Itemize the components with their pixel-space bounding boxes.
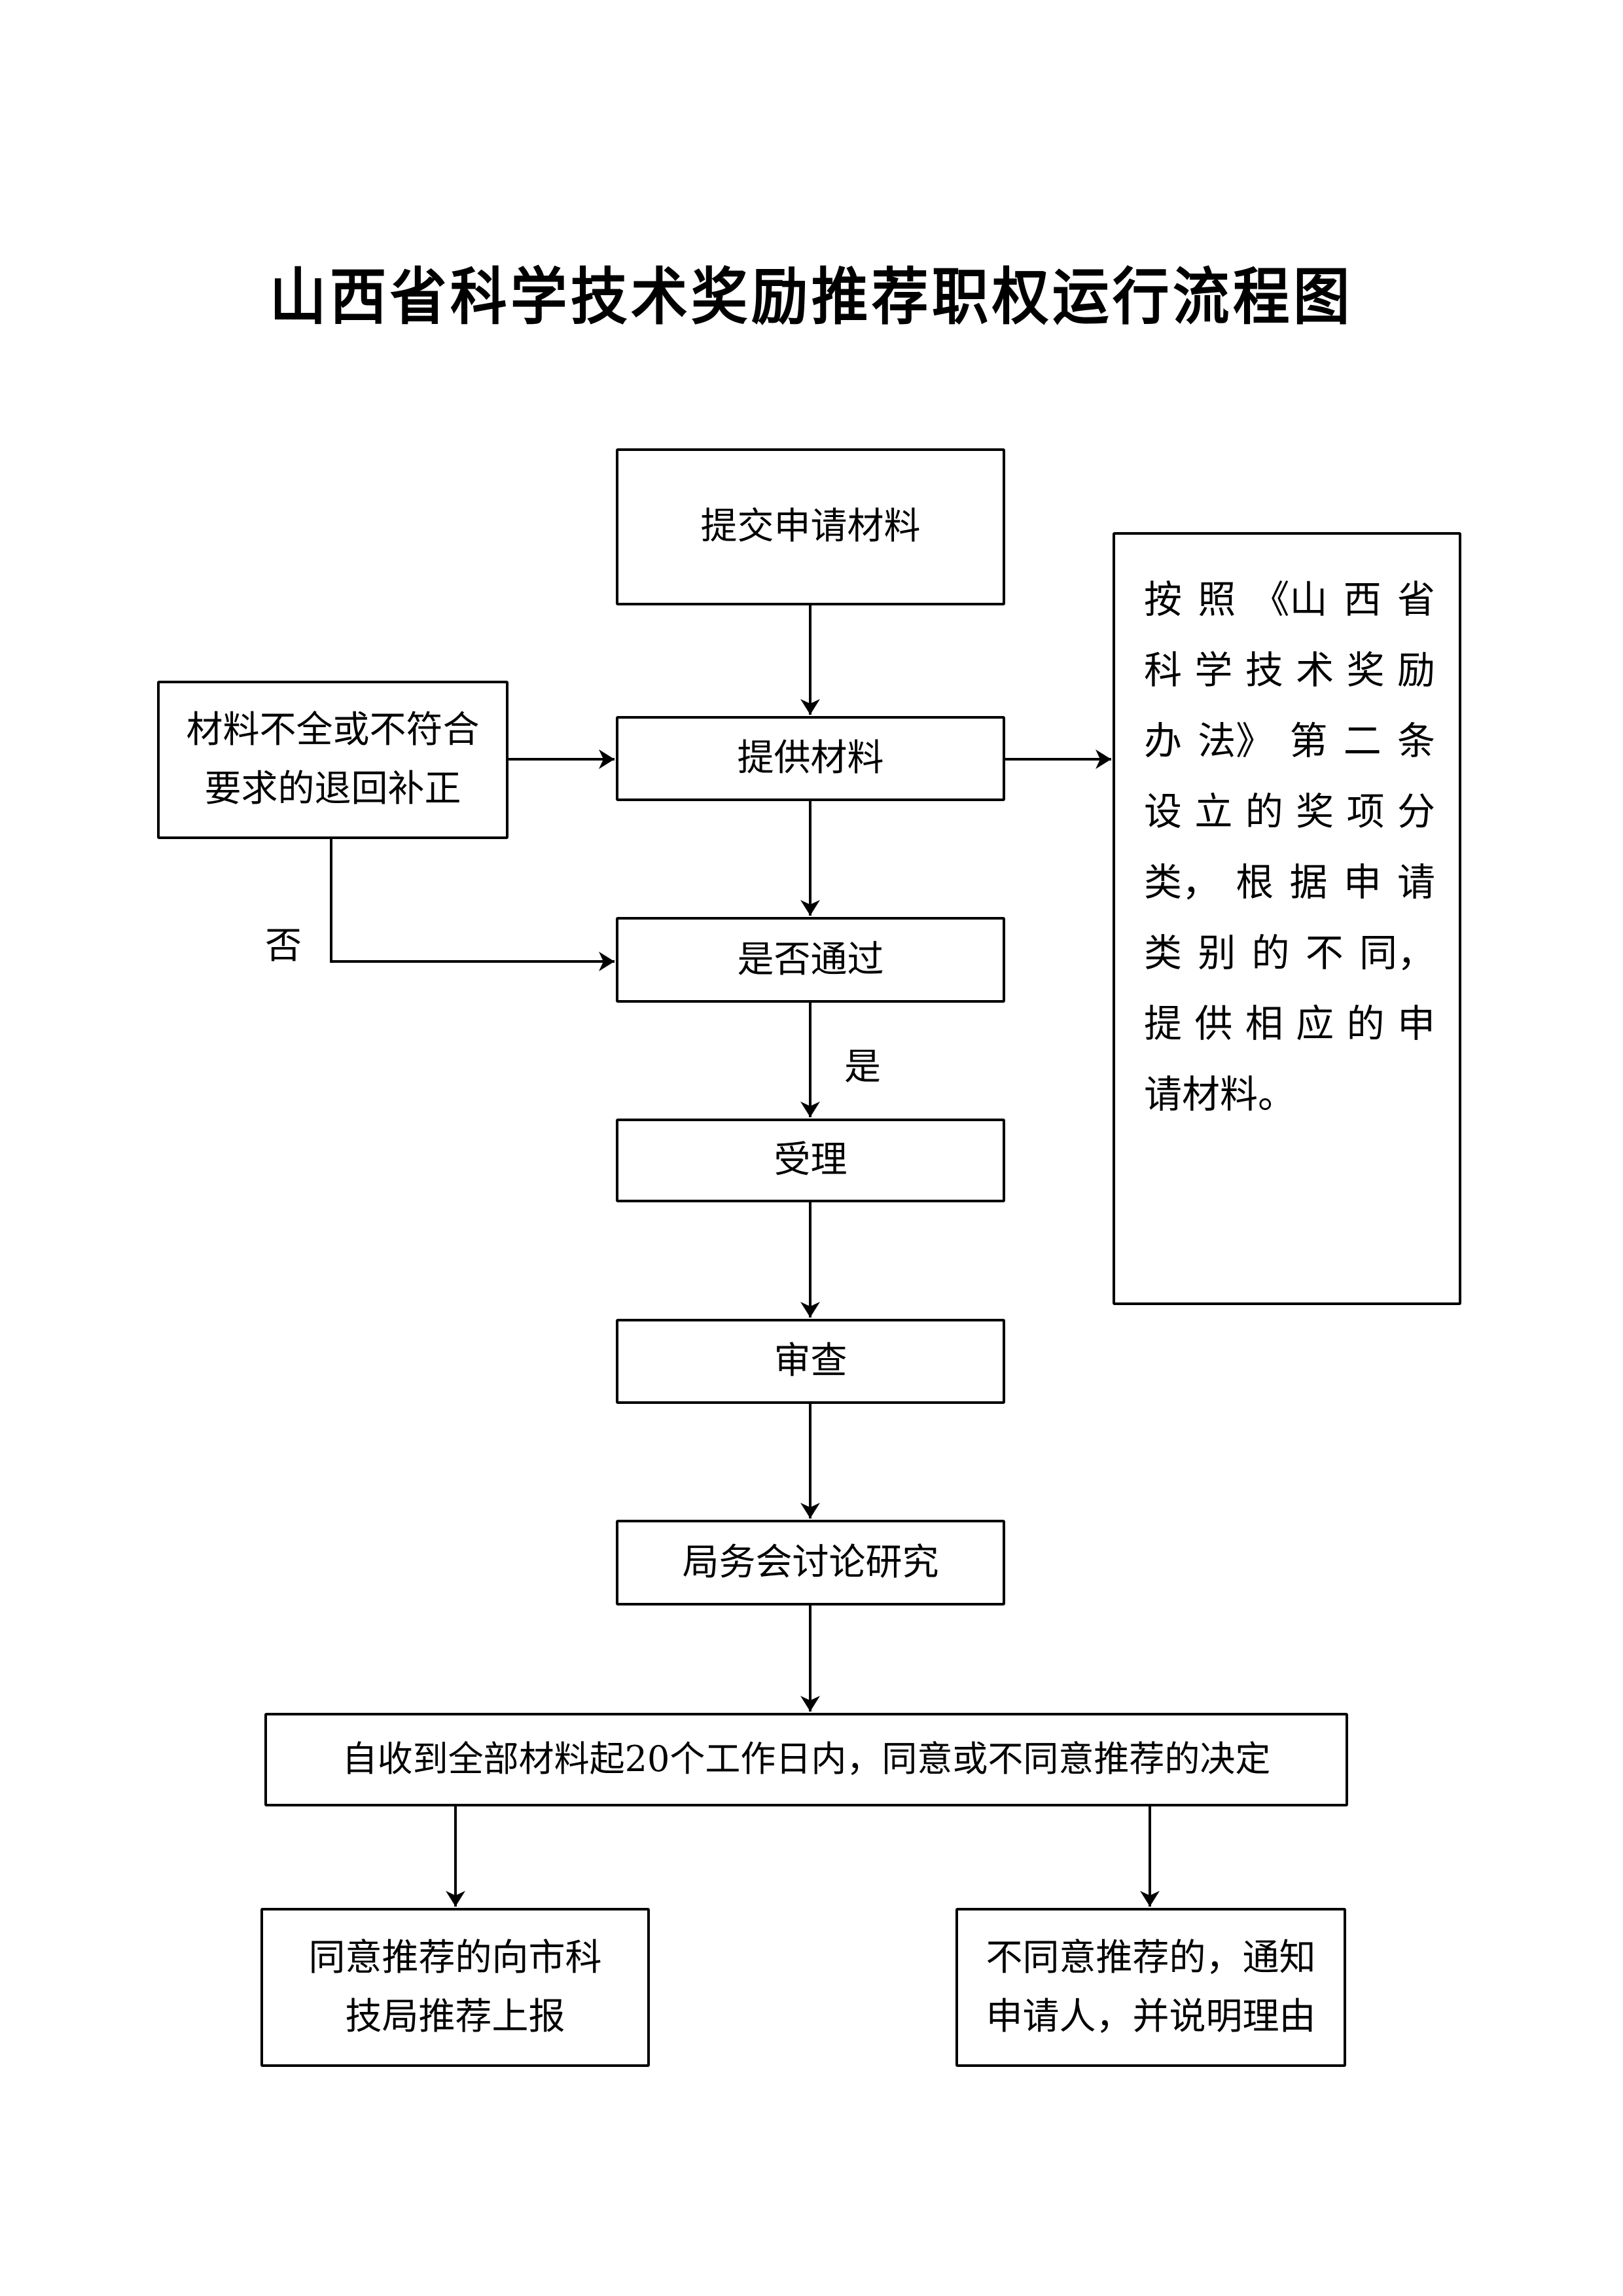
node-reject-line-2: 申请人，并说明理由 (986, 1995, 1316, 2038)
note-glyph: 条 (1397, 719, 1435, 763)
note-glyph: 提 (1144, 1001, 1183, 1046)
node-return: 材料不全或不符合 要求的退回补正 (157, 681, 508, 839)
note-glyph: 根 (1236, 860, 1274, 905)
note-line: 科学技术奖励 (1144, 632, 1435, 702)
note-line: 设立的奖项分 (1144, 773, 1435, 844)
note-glyph: 西 (1343, 577, 1382, 622)
note-glyph: 相 (1245, 1001, 1283, 1046)
note-glyph: 申 (1343, 860, 1382, 905)
edge-label-no: 否 (265, 925, 302, 967)
node-reject-line-1: 不同意推荐的，通知 (986, 1936, 1316, 1979)
node-accept: 受理 (616, 1119, 1005, 1202)
note-glyph: 项 (1346, 789, 1385, 834)
note-glyph: 办 (1144, 719, 1183, 763)
note-line: 提供相应的申 (1144, 985, 1435, 1056)
note-glyph: 类 (1144, 931, 1183, 975)
node-check-label: 是否通过 (737, 938, 884, 981)
note-line: 办法》第二条 (1144, 702, 1435, 773)
note-glyph: 科 (1144, 648, 1183, 692)
note-glyph: 术 (1296, 648, 1334, 692)
note-glyph: 二 (1343, 719, 1382, 763)
note-glyph: 法》 (1198, 719, 1274, 763)
note-line: 类别的不同， (1144, 914, 1435, 985)
note-text: 按照《山西省科学技术奖励办法》第二条设立的奖项分类，根据申请类别的不同，提供相应… (1113, 532, 1461, 1305)
note-glyph: 《山 (1251, 577, 1328, 622)
node-submit: 提交申请材料 (616, 448, 1005, 605)
note-glyph: 同， (1359, 931, 1435, 975)
note-glyph: 技 (1245, 648, 1283, 692)
note-glyph: 类， (1144, 860, 1221, 905)
note-glyph: 申 (1397, 1001, 1435, 1046)
note-line: 请材料。 (1144, 1056, 1435, 1126)
node-accept-label: 受理 (774, 1139, 847, 1182)
note-glyph: 不 (1305, 931, 1344, 975)
note-glyph: 学 (1194, 648, 1233, 692)
node-return-line-2: 要求的退回补正 (204, 768, 461, 810)
note-glyph: 的 (1346, 1001, 1385, 1046)
note-glyph: 供 (1194, 1001, 1233, 1046)
node-return-line-1: 材料不全或不符合 (186, 709, 480, 752)
note-glyph: 应 (1296, 1001, 1334, 1046)
note-glyph: 请材料。 (1144, 1072, 1296, 1117)
note-glyph: 省 (1397, 577, 1435, 622)
arrow-return-to-check (330, 839, 615, 971)
note-glyph: 励 (1397, 648, 1435, 692)
note-line: 类， 根据申请 (1144, 844, 1435, 914)
note-glyph: 设 (1144, 789, 1183, 834)
node-provide-label: 提供材料 (737, 737, 884, 780)
node-approve-line-2: 技局推荐上报 (345, 1995, 565, 2038)
note-glyph: 分 (1397, 789, 1435, 834)
edge-label-yes: 是 (844, 1046, 881, 1088)
node-review: 审查 (616, 1319, 1005, 1404)
note-glyph: 请 (1397, 860, 1435, 905)
note-glyph: 的 (1251, 931, 1290, 975)
node-discuss: 局务会讨论研究 (616, 1520, 1005, 1605)
note-glyph: 别 (1198, 931, 1236, 975)
note-glyph: 奖 (1346, 648, 1385, 692)
node-reject: 不同意推荐的，通知 申请人，并说明理由 (955, 1908, 1346, 2067)
node-approve: 同意推荐的向市科 技局推荐上报 (260, 1908, 650, 2067)
note-glyph: 立 (1194, 789, 1233, 834)
node-approve-line-1: 同意推荐的向市科 (308, 1936, 602, 1979)
page-title: 山西省科学技术奖励推荐职权运行流程图 (269, 262, 1353, 333)
node-check: 是否通过 (616, 917, 1005, 1003)
note-glyph: 的 (1245, 789, 1283, 834)
node-discuss-label: 局务会讨论研究 (682, 1541, 939, 1584)
node-decision: 自收到全部材料起20个工作日内，同意或不同意推荐的决定 (264, 1713, 1348, 1806)
node-review-label: 审查 (774, 1340, 847, 1383)
note-glyph: 照 (1198, 577, 1236, 622)
node-provide: 提供材料 (616, 716, 1005, 801)
note-glyph: 据 (1289, 860, 1328, 905)
node-submit-label: 提交申请材料 (700, 505, 921, 548)
note-line: 按照《山西省 (1144, 561, 1435, 632)
note-glyph: 奖 (1296, 789, 1334, 834)
note-glyph: 第 (1289, 719, 1328, 763)
node-decision-label: 自收到全部材料起20个工作日内，同意或不同意推荐的决定 (342, 1738, 1271, 1780)
node-note (1113, 532, 1461, 1305)
note-glyph: 按 (1144, 577, 1183, 622)
